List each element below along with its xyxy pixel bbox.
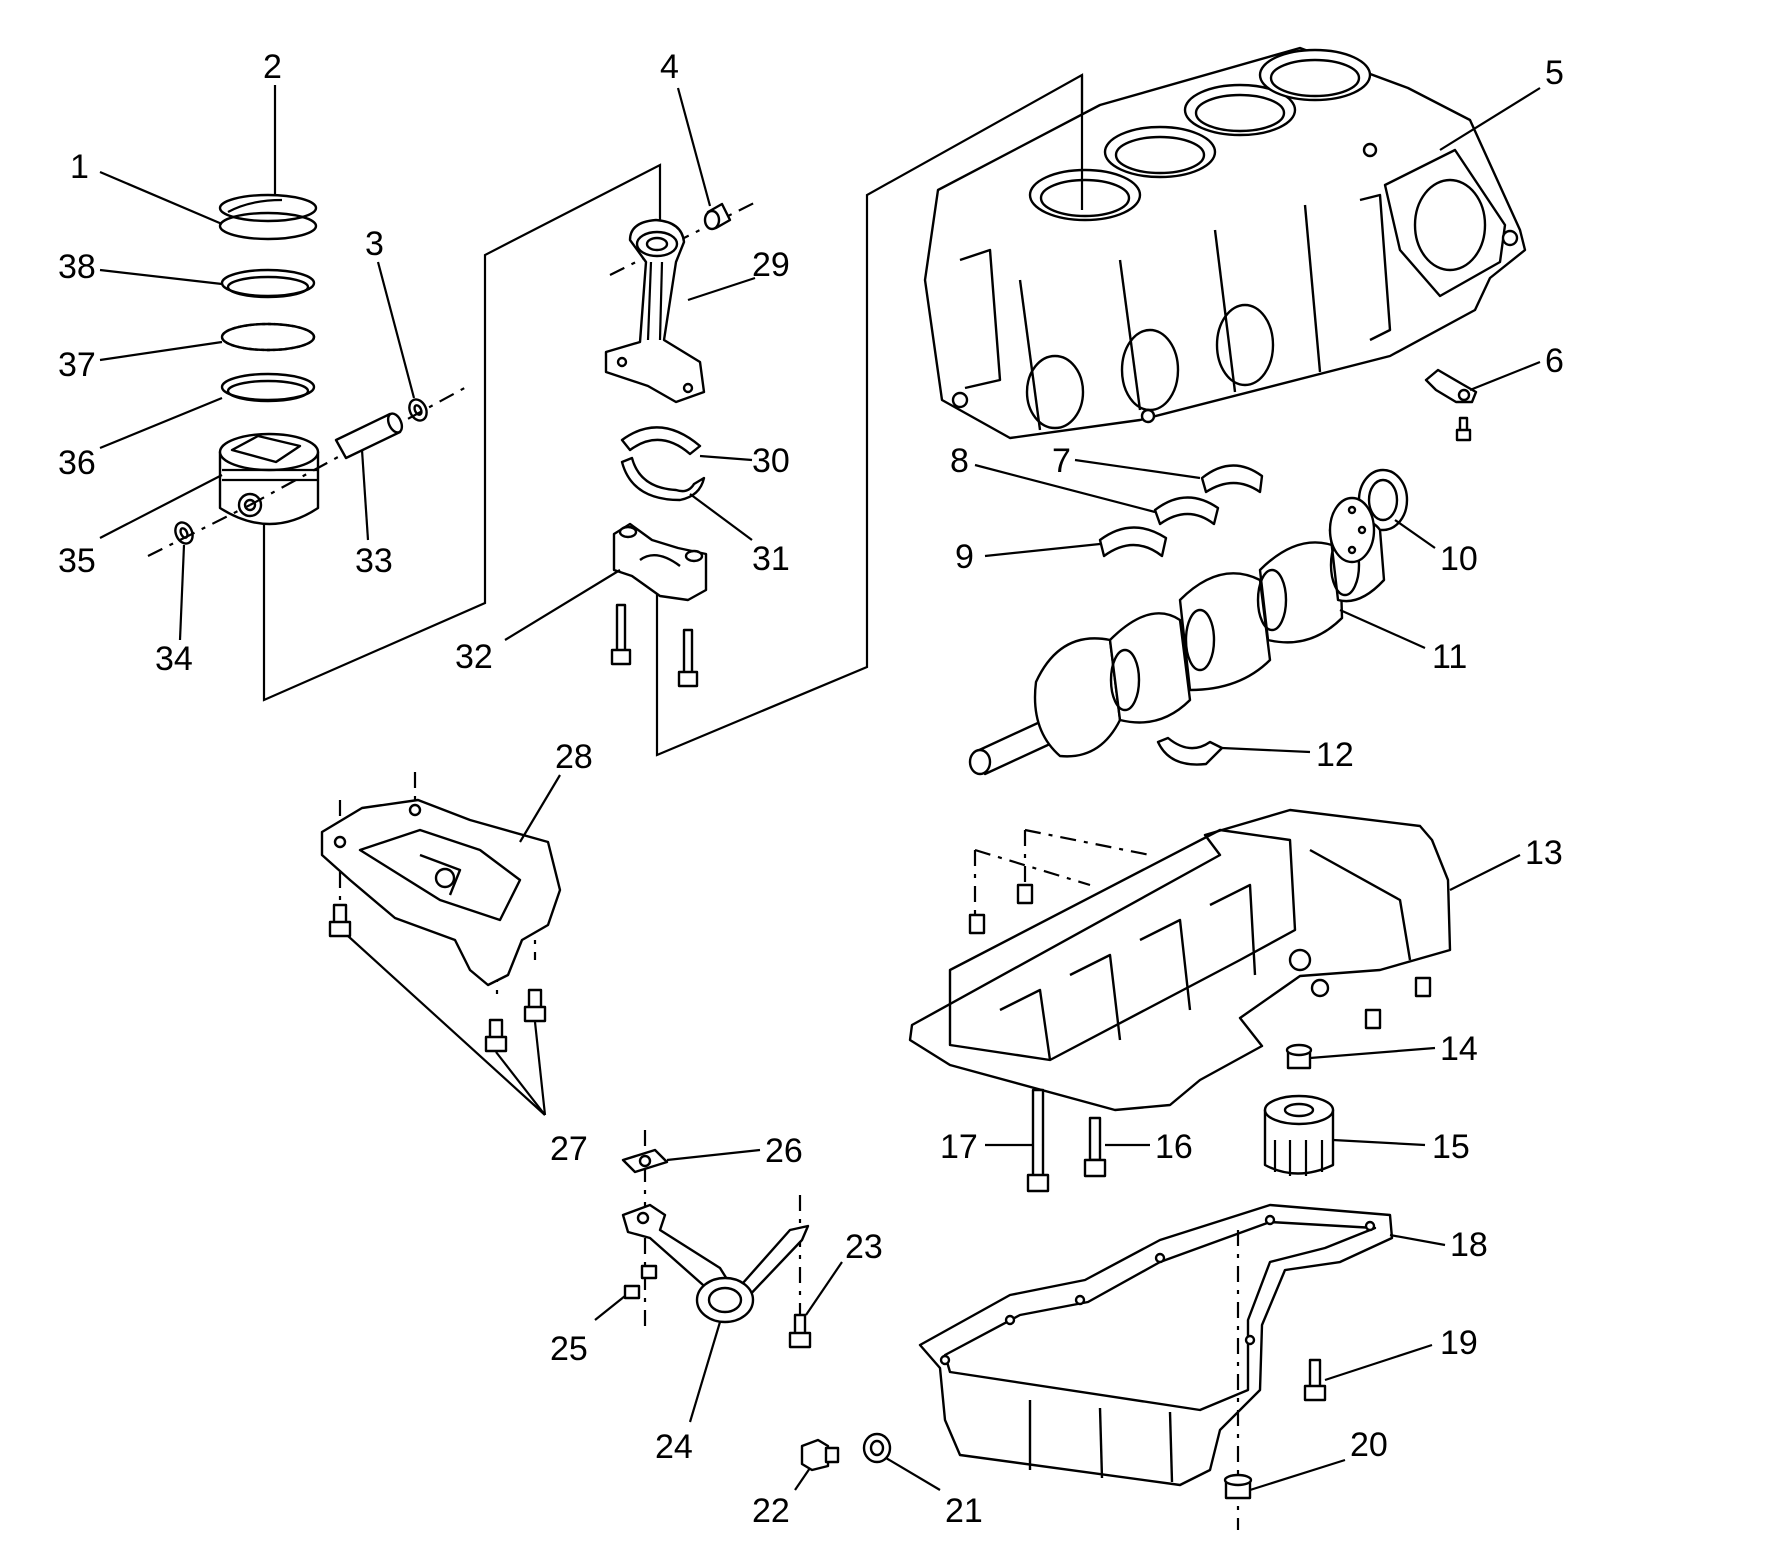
thrust-bearing-12 bbox=[1156, 736, 1224, 766]
baffle-bolt-2 bbox=[484, 1018, 508, 1053]
callout-31: 31 bbox=[752, 540, 790, 578]
oil-filter bbox=[1263, 1094, 1335, 1176]
bolt-19 bbox=[1303, 1358, 1327, 1402]
ring-37 bbox=[220, 322, 316, 352]
upper-oil-pan bbox=[908, 808, 1452, 1112]
callout-18: 18 bbox=[1450, 1226, 1488, 1264]
callout-15: 15 bbox=[1432, 1128, 1470, 1166]
piston-pin bbox=[334, 412, 404, 460]
pickup-bolt-23 bbox=[788, 1313, 812, 1349]
pin-axis-right bbox=[249, 384, 471, 506]
callout-22: 22 bbox=[752, 1492, 790, 1530]
callout-2: 2 bbox=[263, 48, 282, 86]
baffle-plate bbox=[320, 798, 562, 987]
callout-28: 28 bbox=[555, 738, 593, 776]
long-bolt-17 bbox=[1026, 1088, 1050, 1193]
rod-bearing-upper bbox=[620, 426, 702, 456]
crankshaft bbox=[968, 496, 1386, 776]
rod-bushing bbox=[703, 202, 732, 231]
callout-14: 14 bbox=[1440, 1030, 1478, 1068]
rod-bushing-axis bbox=[609, 199, 761, 276]
callout-36: 36 bbox=[58, 444, 96, 482]
callout-20: 20 bbox=[1350, 1426, 1388, 1464]
pan-stud-right-1 bbox=[1364, 1008, 1382, 1030]
callout-12: 12 bbox=[1316, 736, 1354, 774]
callout-23: 23 bbox=[845, 1228, 883, 1266]
pickup-bolt-25 bbox=[623, 1284, 641, 1300]
callout-27: 27 bbox=[550, 1130, 588, 1168]
ring-1-2 bbox=[218, 193, 318, 241]
stud-axis-4 bbox=[974, 848, 1091, 887]
callout-26: 26 bbox=[765, 1132, 803, 1170]
pickup-bolt-extra bbox=[640, 1264, 658, 1280]
rod-cap-bolt-left bbox=[610, 603, 632, 666]
pan-stud-mid bbox=[1016, 883, 1034, 905]
drain-plug-20 bbox=[1223, 1473, 1253, 1500]
plug-22 bbox=[800, 1438, 840, 1472]
callout-32: 32 bbox=[455, 638, 493, 676]
callout-35: 35 bbox=[58, 542, 96, 580]
oil-jet-bolt bbox=[1455, 416, 1472, 442]
retaining-clip-34 bbox=[174, 521, 194, 545]
callout-21: 21 bbox=[945, 1492, 983, 1530]
ring-38 bbox=[220, 268, 316, 299]
callout-13: 13 bbox=[1525, 834, 1563, 872]
callout-11: 11 bbox=[1432, 638, 1467, 676]
callout-24: 24 bbox=[655, 1428, 693, 1466]
callout-1: 1 bbox=[70, 148, 89, 186]
callout-9: 9 bbox=[955, 538, 974, 576]
bracket-piston-group bbox=[262, 163, 662, 702]
callout-5: 5 bbox=[1545, 54, 1564, 92]
piston-rings bbox=[218, 193, 318, 403]
callout-labels: 1 2 3 4 5 6 7 8 9 10 11 12 13 14 15 16 1… bbox=[58, 48, 1564, 1530]
callout-38: 38 bbox=[58, 248, 96, 286]
callout-16: 16 bbox=[1155, 1128, 1193, 1166]
callout-33: 33 bbox=[355, 542, 393, 580]
pin-axis-left bbox=[147, 504, 251, 557]
rod-cap-bolt-right bbox=[677, 628, 699, 688]
callout-34: 34 bbox=[155, 640, 193, 678]
oil-pickup-tube bbox=[621, 1203, 810, 1324]
leader-lines bbox=[99, 85, 1541, 1492]
callout-37: 37 bbox=[58, 346, 96, 384]
main-bearing-9 bbox=[1098, 526, 1168, 558]
retaining-clip-3 bbox=[408, 398, 428, 422]
lower-oil-pan bbox=[918, 1203, 1394, 1487]
pickup-gasket-26 bbox=[621, 1148, 669, 1174]
callout-7: 7 bbox=[1052, 442, 1071, 480]
callout-25: 25 bbox=[550, 1330, 588, 1368]
callout-8: 8 bbox=[950, 442, 969, 480]
pan-stud-right-2 bbox=[1414, 976, 1432, 998]
rod-cap bbox=[612, 522, 708, 602]
ring-36 bbox=[220, 372, 316, 403]
callout-29: 29 bbox=[752, 246, 790, 284]
cylinder-block bbox=[923, 46, 1527, 440]
callout-30: 30 bbox=[752, 442, 790, 480]
oil-jet-bracket bbox=[1424, 368, 1478, 404]
rod-bearing-lower bbox=[620, 456, 706, 502]
oil-drain-plug-14 bbox=[1285, 1043, 1313, 1070]
callout-19: 19 bbox=[1440, 1324, 1478, 1362]
piston bbox=[218, 432, 320, 526]
callout-17: 17 bbox=[940, 1128, 978, 1166]
baffle-bolt-3 bbox=[523, 988, 547, 1023]
main-bearing-8 bbox=[1153, 496, 1220, 526]
main-bearing-7 bbox=[1200, 464, 1264, 494]
bolt-16 bbox=[1083, 1116, 1107, 1178]
pan-stud-left bbox=[968, 913, 986, 935]
baffle-bolt-1 bbox=[328, 903, 352, 938]
connecting-rod bbox=[604, 218, 706, 404]
callout-10: 10 bbox=[1440, 540, 1478, 578]
washer-21 bbox=[862, 1432, 892, 1464]
callout-6: 6 bbox=[1545, 342, 1564, 380]
callout-3: 3 bbox=[365, 225, 384, 263]
stud-axis-3 bbox=[1024, 828, 1151, 857]
callout-4: 4 bbox=[660, 48, 679, 86]
